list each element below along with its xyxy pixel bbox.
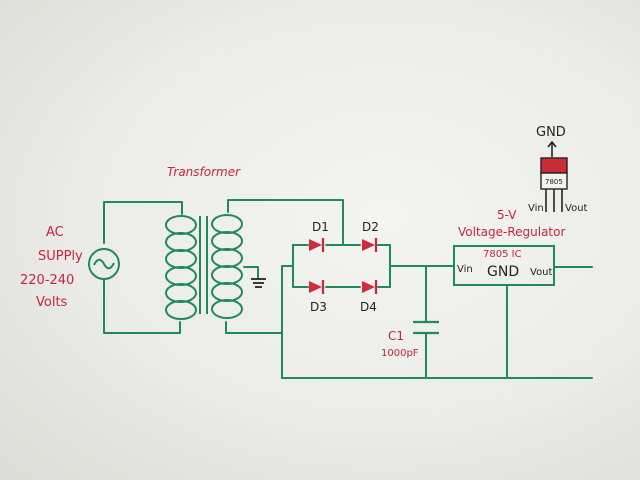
ac-supply-label-line1: AC — [46, 225, 64, 240]
regulator-title-line1: 5-V — [497, 208, 517, 222]
capacitor-label: C1 — [388, 329, 404, 343]
primary-wire-bottom — [103, 279, 181, 334]
wires — [103, 199, 593, 379]
secondary-coil — [211, 214, 243, 319]
regulator-title-line2: Voltage-Regulator — [458, 225, 565, 239]
diode-d3 — [309, 280, 325, 294]
package-gnd-label: GND — [536, 125, 566, 140]
regulator-gnd-label: GND — [487, 264, 519, 280]
ac-supply-label-line3: 220-240 — [20, 273, 74, 288]
regulator-box — [453, 245, 555, 286]
package-vout-label: Vout — [565, 203, 588, 214]
regulator-vin-label: Vin — [457, 264, 473, 275]
diode-d1 — [309, 238, 325, 252]
package-vin-label: Vin — [528, 203, 544, 214]
package-mark-label: 7805 — [545, 178, 563, 186]
ac-supply-label-line4: Volts — [36, 295, 68, 310]
primary-coil — [165, 215, 197, 320]
secondary-wire-top — [227, 199, 344, 246]
regulator-vout-label: Vout — [530, 267, 553, 278]
capacitor-value-label: 1000pF — [381, 348, 419, 359]
transformer-symbol — [165, 214, 243, 320]
diode-d2-label: D2 — [362, 220, 379, 234]
regulator-ic-name: 7805 IC — [483, 249, 522, 260]
diode-d4-label: D4 — [360, 300, 377, 314]
primary-wire-top — [103, 201, 183, 244]
diode-d3-label: D3 — [310, 300, 327, 314]
diode-d2 — [362, 238, 378, 252]
bridge-return-wire — [281, 265, 294, 379]
center-tap-wire — [243, 266, 259, 279]
secondary-wire-bottom — [225, 321, 282, 334]
diode-d1-label: D1 — [312, 220, 329, 234]
regulator-package-icon — [540, 140, 568, 212]
transformer-label: Transformer — [167, 165, 241, 179]
ground-icon — [251, 278, 266, 288]
ac-supply-label-line2: SUPPly — [38, 249, 83, 264]
bridge-top-right — [377, 244, 391, 288]
diode-d4 — [362, 280, 378, 294]
ac-source-symbol — [88, 248, 120, 280]
capacitor-c1 — [413, 320, 439, 335]
